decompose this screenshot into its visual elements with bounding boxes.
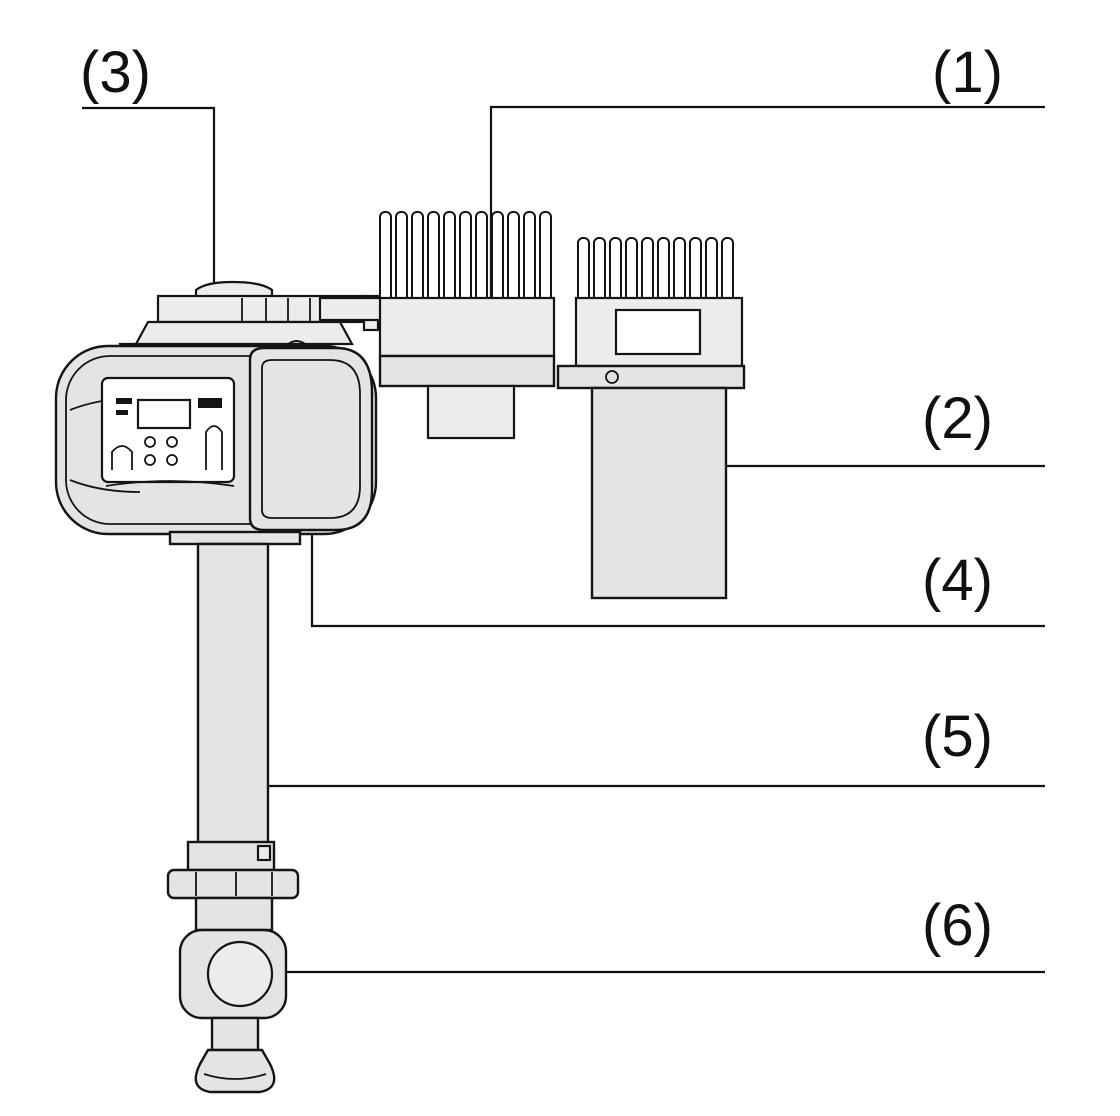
heatsink-module-right [556, 237, 746, 600]
wrist-joint [166, 868, 300, 1094]
bolt-icon [605, 370, 619, 384]
callout-label-5: (5) [922, 704, 993, 769]
heatsink-fins [379, 211, 552, 303]
heatsink-module-left [378, 211, 556, 440]
panel-button-icon [166, 436, 178, 448]
mount-bracket [318, 296, 384, 322]
display-screen [136, 398, 192, 430]
heatsink-fins [577, 237, 734, 305]
suction-cup [194, 1048, 276, 1094]
cable-icon [205, 425, 223, 470]
side-cover [248, 340, 374, 532]
panel-button-icon [166, 454, 178, 466]
callout-label-2: (2) [922, 386, 993, 451]
drive-unit [590, 386, 728, 600]
callout-label-6: (6) [922, 893, 993, 958]
connector-icon [111, 445, 133, 470]
arm-column [186, 542, 276, 872]
leader-line-1 [489, 105, 1045, 312]
callout-label-1: (1) [932, 40, 1003, 105]
wrist-flange [206, 940, 274, 1008]
callout-label-4: (4) [922, 548, 993, 613]
panel-button-icon [144, 454, 156, 466]
callout-label-3: (3) [80, 40, 151, 105]
panel-button-icon [144, 436, 156, 448]
drive-window [614, 308, 702, 356]
control-panel [100, 376, 236, 487]
leader-line-3 [82, 106, 216, 296]
